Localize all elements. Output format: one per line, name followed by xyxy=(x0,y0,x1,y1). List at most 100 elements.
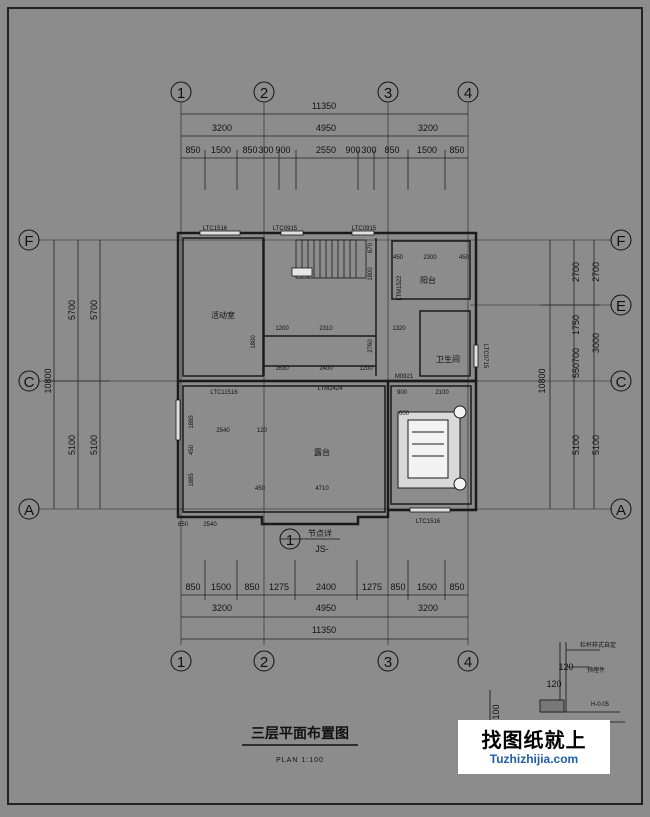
svg-text:C: C xyxy=(24,374,35,391)
dim-left-lower-2: 5100 xyxy=(89,435,99,455)
detail-callout: 1 节点详 JS- xyxy=(279,528,340,554)
inner-dim: 1885 xyxy=(189,415,195,429)
inner-dim: 2400 xyxy=(319,366,333,372)
inner-dim: 2760 xyxy=(368,339,374,353)
drawing-scale: PLAN 1:100 xyxy=(276,757,324,764)
inner-dim: 2100 xyxy=(435,390,449,396)
svg-text:E: E xyxy=(616,298,626,315)
dim-bottom-span-3: 3200 xyxy=(418,603,438,613)
bathroom-fixtures xyxy=(397,405,467,491)
window-label: LTC0715 xyxy=(482,344,488,369)
dim-top-detail: 850 xyxy=(242,145,257,155)
dim-top-total: 11350 xyxy=(312,101,336,111)
inner-dim: 450 xyxy=(393,255,404,261)
dim-bottom-total: 11350 xyxy=(312,625,336,635)
grid-lines xyxy=(38,103,612,645)
inner-dim: 1800 xyxy=(251,335,257,349)
dim-bottom-detail: 1275 xyxy=(269,582,289,592)
window-label: LTC0915 xyxy=(352,226,377,232)
door-label: LTM2424 xyxy=(318,386,344,392)
svg-text:C: C xyxy=(616,374,627,391)
dim-right-1: 2700 xyxy=(591,262,601,282)
room-label-activity: 活动室 xyxy=(211,310,235,320)
inner-dim: 2540 xyxy=(216,428,230,434)
svg-text:A: A xyxy=(616,502,626,519)
inner-dim: 1320 xyxy=(392,326,406,332)
room-label-bathroom: 卫生间 xyxy=(436,354,460,364)
dim-left-upper: 5700 xyxy=(67,300,77,320)
callout-number: 1 xyxy=(286,532,294,549)
dim-top-detail: 900 xyxy=(345,145,360,155)
svg-text:F: F xyxy=(616,233,625,250)
dim-left-upper-2: 5700 xyxy=(89,300,99,320)
dim-bottom-span-2: 4950 xyxy=(316,603,336,613)
inner-dim: 4710 xyxy=(315,486,329,492)
svg-text:1: 1 xyxy=(177,654,185,671)
dim-right-2-1: 2700 xyxy=(571,262,581,282)
inner-dim: 450 xyxy=(189,444,195,455)
dim-top-detail: 2550 xyxy=(316,145,336,155)
dim-bottom-detail: 2400 xyxy=(316,582,336,592)
window-label: LTC0915 xyxy=(273,226,298,232)
axis-bubble-bottom-2: 2 xyxy=(253,650,275,672)
dim-left-lower: 5100 xyxy=(67,435,77,455)
svg-text:3: 3 xyxy=(384,654,392,671)
inner-dim: 1200 xyxy=(275,326,289,332)
inner-dim: 450 xyxy=(459,255,470,261)
right-dimension-lines xyxy=(540,240,600,509)
inner-dim: 1200 xyxy=(359,366,373,372)
dim-bottom-detail: 850 xyxy=(244,582,259,592)
dim-bottom-detail: 850 xyxy=(185,582,200,592)
axis-bubble-left-A: A xyxy=(18,498,40,520)
inner-dim: 900 xyxy=(397,390,408,396)
dim-right-2-4: 5100 xyxy=(571,435,581,455)
window-label: LTC11516 xyxy=(210,390,238,396)
dim-top-detail: 850 xyxy=(185,145,200,155)
inner-dim: 2300 xyxy=(423,255,437,261)
detail-level: H-0.05 xyxy=(591,702,610,708)
dim-top-detail: 1500 xyxy=(211,145,231,155)
dim-bottom-span-1: 3200 xyxy=(212,603,232,613)
axis-bubble-right-A: A xyxy=(610,498,632,520)
room-label-balcony: 阳台 xyxy=(420,275,436,285)
axis-bubble-left-C: C xyxy=(18,370,40,392)
axis-bubble-top-2: 2 xyxy=(253,81,275,103)
dim-top-span-3: 3200 xyxy=(418,123,438,133)
axis-bubble-left-F: F xyxy=(18,229,40,251)
axis-bubble-right-C: C xyxy=(610,370,632,392)
axis-bubble-top-4: 4 xyxy=(457,81,479,103)
detail-dim: 100 xyxy=(491,704,501,719)
dim-top-detail: 300 xyxy=(258,145,273,155)
door-label: M0921 xyxy=(395,374,414,380)
svg-text:F: F xyxy=(24,233,33,250)
detail-note: 栏杆样式自定 xyxy=(580,641,616,649)
door-label: LTM1522 xyxy=(397,275,403,301)
axis-bubble-bottom-3: 3 xyxy=(377,650,399,672)
inner-dim: 1800 xyxy=(368,267,374,281)
room-label-terrace: 露台 xyxy=(314,447,330,457)
dim-right-2: 3000 xyxy=(591,333,601,353)
dim-bottom-detail: 1275 xyxy=(362,582,382,592)
dim-bottom-detail: 1500 xyxy=(417,582,437,592)
dim-top-span-2: 4950 xyxy=(316,123,336,133)
dim-top-detail: 850 xyxy=(384,145,399,155)
dim-bottom-detail: 850 xyxy=(449,582,464,592)
inner-dim: 2310 xyxy=(319,326,333,332)
dim-top-detail: 850 xyxy=(449,145,464,155)
detail-note: 预埋件 xyxy=(587,666,605,674)
axis-bubble-top-1: 1 xyxy=(170,81,192,103)
svg-text:4: 4 xyxy=(464,85,472,102)
svg-text:2: 2 xyxy=(260,654,268,671)
inner-dim: 120 xyxy=(257,428,268,434)
svg-text:3: 3 xyxy=(384,85,392,102)
dim-top-detail: 900 xyxy=(275,145,290,155)
inner-dim: 1630 xyxy=(275,366,289,372)
svg-text:4: 4 xyxy=(464,654,472,671)
dim-right-2-2: 1750 xyxy=(571,315,581,335)
dim-right-total: 10800 xyxy=(537,368,547,393)
axis-bubble-bottom-1: 1 xyxy=(170,650,192,672)
dim-bottom-detail: 1500 xyxy=(211,582,231,592)
detail-dim: 120 xyxy=(546,679,561,689)
